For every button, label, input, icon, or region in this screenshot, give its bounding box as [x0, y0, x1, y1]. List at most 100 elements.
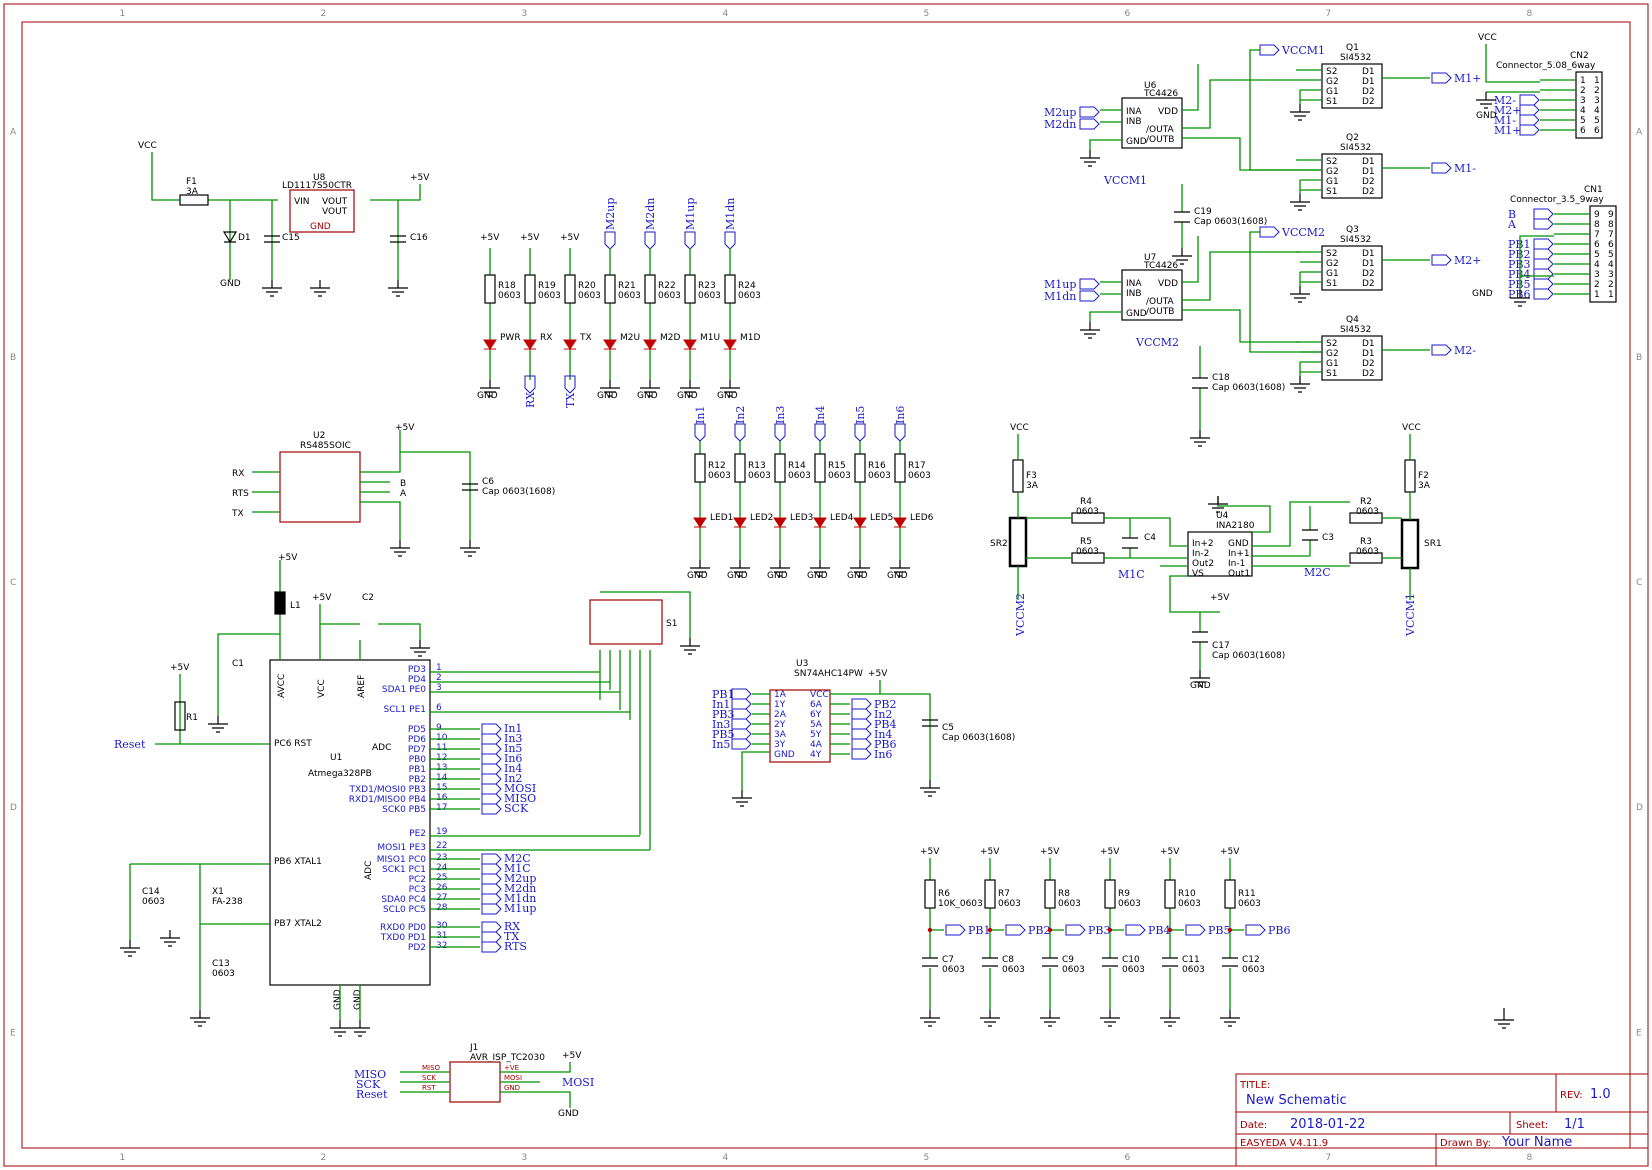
led-top-bottom-5: GND	[677, 391, 698, 401]
driver-flag-a-0	[1079, 106, 1100, 118]
u3-right-flag-4	[851, 728, 872, 740]
pullup-junction-4	[1167, 927, 1173, 933]
mcu-pin-num-13: 19	[436, 827, 448, 837]
c15-ref: C15	[282, 233, 300, 243]
led-top-net-4: M2dn	[644, 198, 657, 230]
mosfet-gnd-2	[1290, 286, 1310, 303]
r3-val: 0603	[1356, 547, 1379, 557]
driver-cap-vcc-1: VCCM2	[1135, 336, 1179, 349]
cn2-net-5: M1+	[1494, 124, 1521, 137]
sr2-shunt	[1008, 516, 1028, 568]
mcu-pin-name-12: SCK0 PB5	[382, 805, 426, 815]
led-in-diode-4	[853, 517, 867, 528]
driver-in-b-net-1: M1dn	[1044, 290, 1076, 303]
r1-ref: R1	[186, 713, 198, 723]
u3-right-pin-6: 4Y	[810, 750, 822, 760]
led-in-val-4: 0603	[868, 471, 891, 481]
grid-row-right-C: C	[1636, 578, 1642, 588]
l1-ref: L1	[290, 601, 301, 611]
cn2-net-4: M1-	[1494, 114, 1516, 127]
x1-val: FA-238	[212, 897, 243, 907]
pullup-rval-3: 0603	[1118, 899, 1141, 909]
grid-col-top-3: 3	[522, 9, 528, 19]
driver-part-1: TC4426	[1143, 261, 1178, 271]
led-top-bottom-4: GND	[637, 391, 658, 401]
driver-cap-ref-1: C18	[1212, 373, 1230, 383]
cn1-pin-6: 3	[1594, 270, 1600, 280]
mosfet-body-0	[1321, 63, 1383, 109]
mosfet-2-rpin-2: D2	[1362, 269, 1375, 279]
pullup-cref-4: C11	[1182, 955, 1200, 965]
mcu-pin-name-6: PD7	[408, 745, 426, 755]
cn1-pinr-0: 9	[1608, 210, 1614, 220]
net-tx-rs485: TX	[231, 509, 244, 519]
ground-symbol-14	[920, 780, 940, 797]
mcu-pin-num-19: 27	[436, 893, 447, 903]
sr1-shunt	[1400, 518, 1420, 570]
pullup-gnd-4	[1160, 1010, 1180, 1027]
cn2-pin-2: 3	[1580, 96, 1586, 106]
mcu-pin-name-15: MISO1 PC0	[377, 855, 427, 865]
pullup-res-3	[1104, 879, 1116, 909]
driver-cap-vcc-0: VCCM1	[1103, 174, 1147, 187]
pullup-rref-0: R6	[938, 889, 950, 899]
u3-left-pin-5: 3Y	[774, 740, 786, 750]
adc-annotation-2: ADC	[364, 861, 374, 880]
net-rx-rs485: RX	[232, 469, 244, 479]
driver-flag-a-1	[1079, 278, 1100, 290]
mcu-pin-flag-15	[481, 853, 502, 865]
cn1-pinr-3: 6	[1608, 240, 1614, 250]
mcu-pin-num-11: 16	[436, 793, 448, 803]
mosfet-2-lpin-2: G1	[1326, 269, 1339, 279]
c6-ref: C6	[482, 477, 494, 487]
led-in-name-0: LED1	[710, 513, 733, 523]
mosfet-1-lpin-2: G1	[1326, 177, 1339, 187]
driver-in-a-net-0: M2up	[1044, 106, 1076, 119]
mcu-pin-name-19: SDA0 PC4	[381, 895, 426, 905]
led-in-flag-5	[894, 423, 906, 442]
u4-pin-vs: VS	[1192, 569, 1204, 579]
driver-cap-ref-0: C19	[1194, 207, 1212, 217]
mcu-pin-flag-4	[481, 723, 502, 735]
led-top-bottom-6: GND	[717, 391, 738, 401]
u3-right-net-4: In4	[874, 728, 892, 741]
pullup-flag-0	[945, 924, 966, 936]
u4-pin-in1n: In-1	[1228, 559, 1245, 569]
u3-left-net-1: In1	[712, 698, 730, 711]
driver-cap-val-0: Cap 0603(1608)	[1194, 217, 1267, 227]
cn1-net-1: A	[1507, 218, 1517, 231]
mosfet-net-3: M2-	[1454, 344, 1476, 357]
mosfet-2-lpin-3: S1	[1326, 279, 1337, 289]
mosfet-part-3: SI4532	[1340, 325, 1371, 335]
mcu-pin-num-15: 23	[436, 853, 447, 863]
driver-gnd-sym-1	[1080, 322, 1100, 339]
led-top-gnd-5	[680, 380, 700, 397]
led-top-gnd-6	[720, 380, 740, 397]
pullup-flag-5	[1245, 924, 1266, 936]
pullup-bank: +5VR610K_0603C70603PB1+5VR70603C80603PB2…	[920, 847, 1290, 1027]
cn1-net-8: PB6	[1508, 288, 1530, 301]
u3-left-net-2: PB3	[712, 708, 734, 721]
cn1-flag-3	[1533, 238, 1554, 250]
r5-val: 0603	[1076, 547, 1099, 557]
pullup-res-2	[1044, 879, 1056, 909]
c17-ref: C17	[1212, 641, 1230, 651]
led-top-diode-2	[563, 339, 577, 350]
mcu-pin-flag-11	[481, 793, 502, 805]
x1-ref: X1	[212, 887, 224, 897]
drawn-by-value: Your Name	[1501, 1135, 1572, 1150]
c16-ref: C16	[410, 233, 428, 243]
led-in-net-1: In2	[734, 406, 747, 424]
mosfet-supply-flag-2	[1259, 226, 1280, 238]
u3-left-flag-4	[731, 728, 752, 740]
pullup-junction-3	[1107, 927, 1113, 933]
u3-left-flag-0	[731, 688, 752, 700]
cn2-ref: CN2	[1570, 51, 1589, 61]
led-in-res-1	[734, 453, 746, 483]
f2-ref: F2	[1418, 471, 1429, 481]
u3-right-flag-1	[851, 698, 872, 710]
cn2-flag-5	[1519, 124, 1540, 136]
mcu-pin-num-8: 13	[436, 763, 447, 773]
mosfet-3-rpin-1: D1	[1362, 349, 1375, 359]
